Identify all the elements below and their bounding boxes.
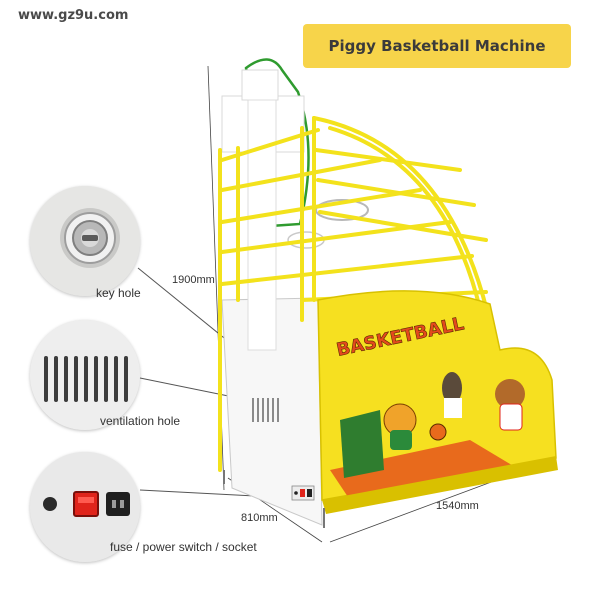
key-hole-label: key hole xyxy=(96,286,141,300)
power-socket-icon xyxy=(106,492,130,516)
key-hole-closeup xyxy=(30,186,140,296)
length-dimension-label: 1540mm xyxy=(436,500,479,512)
front-art-panel: BASKETBALL xyxy=(317,290,557,501)
power-panel-label: fuse / power switch / socket xyxy=(110,540,257,554)
court-floor xyxy=(330,440,520,500)
ventilation-hole-label: ventilation hole xyxy=(100,414,181,428)
basketball xyxy=(429,423,447,441)
depth-dimension-label: 810mm xyxy=(241,512,278,524)
power-panel-closeup xyxy=(30,452,140,562)
power-panel-icon xyxy=(30,452,140,562)
product-title: Piggy Basketball Machine xyxy=(328,37,546,55)
ball-return-ramp xyxy=(322,456,558,514)
website-url: www.gz9u.com xyxy=(18,8,129,23)
height-dimension-label: 1900mm xyxy=(172,274,215,286)
product-title-badge: Piggy Basketball Machine xyxy=(303,24,571,68)
fuse-icon xyxy=(43,497,57,511)
ventilation-closeup xyxy=(30,320,140,430)
vent-grille-icon xyxy=(30,320,140,430)
cabinet-vent xyxy=(252,398,279,422)
key-lock-icon xyxy=(30,186,140,296)
wolf-character xyxy=(442,372,462,404)
bear-character xyxy=(495,379,525,409)
